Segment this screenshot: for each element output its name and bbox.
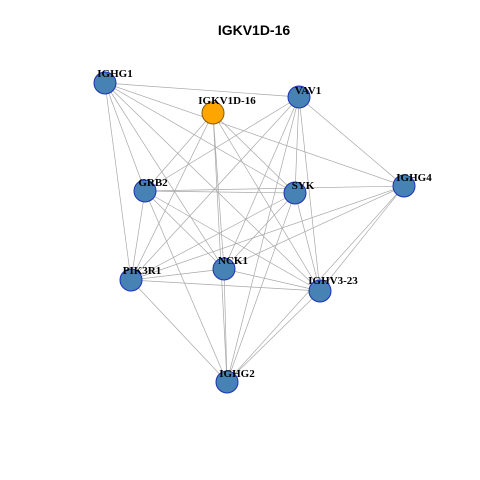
node-circle-pik3r1 [119,268,143,292]
edge-vav1-ighv3-23 [298,96,321,292]
edge-ighg1-grb2 [104,82,146,192]
edge-igkv1d-16-ighv3-23 [212,112,321,292]
edge-igkv1d-16-ighg2 [212,112,228,383]
node-circle-ighg4 [392,174,416,198]
node-label-syk: SYK [292,180,315,192]
edge-syk-nck1 [223,192,296,270]
node-label-grb2: GRB2 [138,177,168,189]
edge-igkv1d-16-pik3r1 [130,112,214,281]
edge-grb2-ighg4 [144,185,405,192]
diagram-title: IGKV1D-16 [218,22,291,38]
node-circle-ighv3-23 [308,279,332,303]
node-ighg2: IGHG2 [215,368,255,394]
node-circle-ighg2 [215,370,239,394]
node-label-ighg1: IGHG1 [97,68,132,80]
edge-vav1-ighg2 [226,96,300,383]
edge-grb2-ighg2 [144,190,228,383]
node-circle-vav1 [287,85,311,109]
edge-vav1-pik3r1 [130,96,300,281]
edge-vav1-ighg4 [298,96,405,187]
edge-igkv1d-16-nck1 [212,112,225,270]
node-label-ighg4: IGHG4 [396,172,432,184]
node-label-nck1: NCK1 [218,255,248,267]
edge-vav1-nck1 [223,96,300,270]
edge-grb2-ighv3-23 [144,190,321,292]
node-igkv1d-16: IGKV1D-16 [198,95,256,125]
node-circle-nck1 [212,257,236,281]
edge-grb2-nck1 [144,190,225,270]
node-circle-syk [283,181,307,205]
edge-ighg1-ighv3-23 [104,82,321,292]
node-ighv3-23: IGHV3-23 [308,275,358,303]
edge-igkv1d-16-syk [212,112,296,194]
edge-nck1-pik3r1 [130,268,225,281]
edge-pik3r1-ighv3-23 [130,279,321,292]
node-label-ighv3-23: IGHV3-23 [308,275,358,287]
edge-nck1-ighg2 [223,268,228,383]
edge-vav1-grb2 [144,96,300,192]
edge-grb2-pik3r1 [130,190,146,281]
node-label-igkv1d-16: IGKV1D-16 [198,95,256,107]
node-nck1: NCK1 [212,255,248,281]
edge-syk-pik3r1 [130,192,296,281]
edge-grb2-syk [144,190,296,194]
edge-ighg1-vav1 [104,82,300,98]
node-circle-grb2 [133,179,157,203]
edge-vav1-syk [294,96,300,194]
node-ighg1: IGHG1 [93,68,133,95]
edge-ighg1-pik3r1 [104,82,132,281]
edge-ighg4-nck1 [223,185,405,270]
node-vav1: VAV1 [287,85,322,109]
edge-layer [104,82,405,383]
edge-ighg1-nck1 [104,82,225,270]
node-syk: SYK [283,180,315,205]
node-grb2: GRB2 [133,177,168,203]
edge-ighg1-ighg4 [104,82,405,187]
edge-ighg4-pik3r1 [130,185,405,281]
edge-syk-ighv3-23 [294,192,321,292]
edge-igkv1d-16-grb2 [144,112,214,192]
node-ighg4: IGHG4 [392,172,432,198]
node-label-ighg2: IGHG2 [219,368,255,380]
node-label-pik3r1: PIK3R1 [123,265,162,277]
edge-ighg1-syk [104,82,296,194]
edge-ighg4-ighv3-23 [319,185,405,292]
edge-nck1-ighv3-23 [223,268,321,292]
edge-ighv3-23-ighg2 [226,290,321,383]
node-label-vav1: VAV1 [295,85,322,97]
edge-pik3r1-ighg2 [130,279,228,383]
node-circle-ighg1 [93,71,117,95]
node-pik3r1: PIK3R1 [119,265,162,292]
node-circle-igkv1d-16 [201,101,225,125]
